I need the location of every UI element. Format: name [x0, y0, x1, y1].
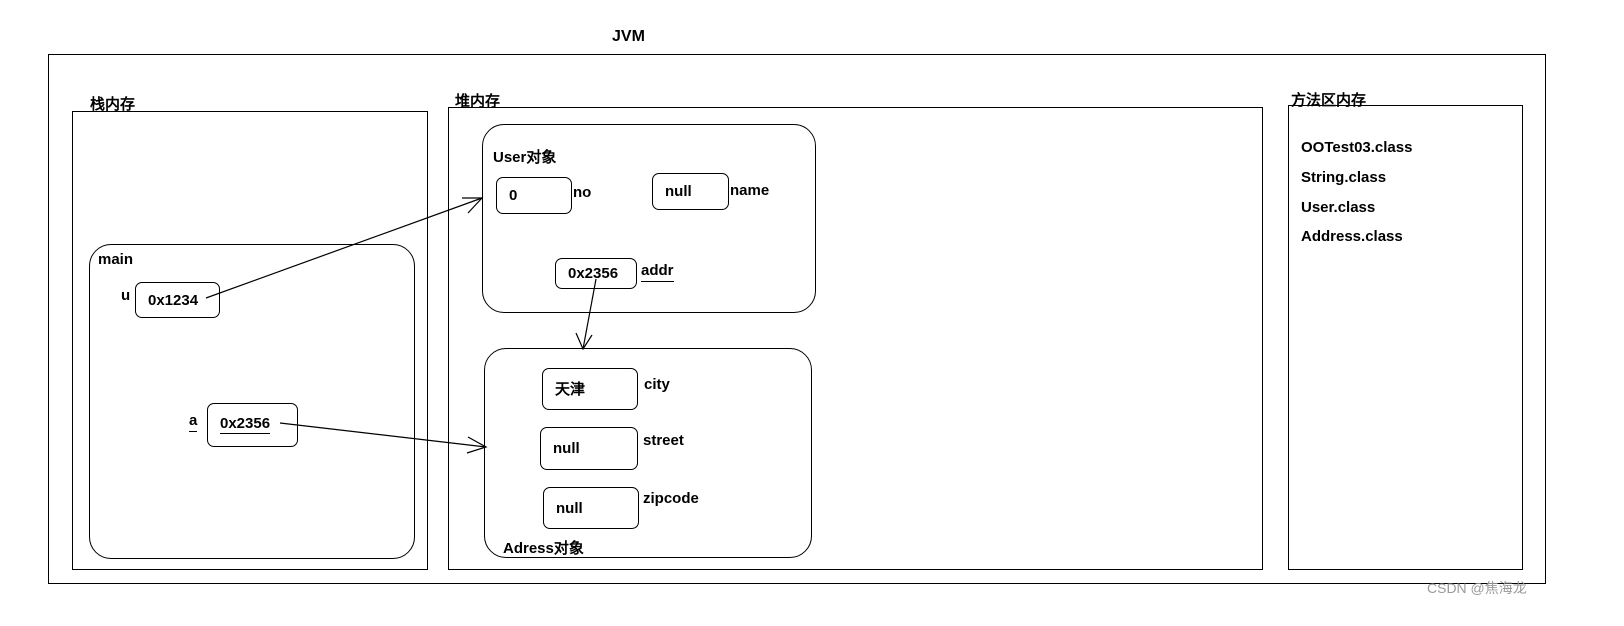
stack-var-u-value: 0x1234 [135, 282, 220, 318]
watermark-text: CSDN @焦海龙 [1427, 580, 1527, 596]
stack-var-a-value-text: 0x2356 [220, 415, 271, 434]
user-field-addr-value: 0x2356 [555, 258, 637, 289]
stack-var-u-name: u [121, 287, 131, 304]
user-object-box [482, 124, 816, 313]
address-field-city-name: city [644, 376, 670, 393]
stack-var-a-value: 0x2356 [207, 403, 298, 447]
method-area-class: OOTest03.class [1301, 139, 1413, 156]
heap-memory-region [448, 107, 1263, 570]
address-object-title: Adress对象 [503, 540, 584, 557]
heap-memory-title: 堆内存 [455, 93, 501, 110]
method-area-title: 方法区内存 [1291, 92, 1367, 109]
main-frame-label: main [98, 251, 134, 268]
method-area-region [1288, 105, 1523, 570]
user-field-name-value: null [652, 173, 729, 210]
address-field-street-value: null [540, 427, 638, 470]
address-field-city-value: 天津 [542, 368, 638, 410]
address-field-street-name: street [643, 432, 684, 449]
user-field-name-name: name [730, 182, 770, 199]
stack-memory-title: 栈内存 [90, 96, 136, 113]
method-area-class: String.class [1301, 169, 1387, 186]
method-area-class: User.class [1301, 199, 1376, 216]
user-field-no-name: no [573, 184, 592, 201]
user-field-no-value: 0 [496, 177, 572, 214]
stack-memory-region [72, 111, 428, 570]
user-object-title: User对象 [493, 149, 557, 166]
jvm-frame [48, 54, 1546, 584]
stack-var-a-name: a [189, 412, 198, 432]
user-field-addr-name: addr [641, 262, 674, 282]
address-field-zipcode-value: null [543, 487, 639, 529]
jvm-title: JVM [612, 28, 645, 45]
address-field-zipcode-name: zipcode [643, 490, 699, 507]
method-area-class: Address.class [1301, 228, 1403, 245]
